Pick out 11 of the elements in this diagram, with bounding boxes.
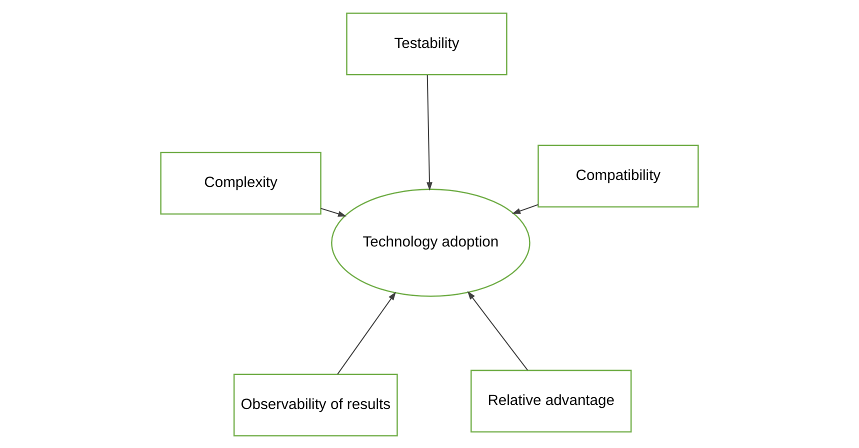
node-box: Relative advantage	[470, 369, 632, 432]
node-box: Complexity	[160, 151, 322, 214]
node-box: Testability	[346, 12, 508, 75]
arrow	[467, 290, 528, 370]
arrow	[512, 204, 538, 214]
node-box: Observability of results	[233, 373, 398, 436]
arrow	[320, 207, 347, 216]
arrow	[337, 291, 396, 374]
node-ellipse: Technology adoption	[331, 188, 530, 296]
node-box: Compatibility	[538, 144, 699, 207]
arrow	[426, 74, 432, 190]
